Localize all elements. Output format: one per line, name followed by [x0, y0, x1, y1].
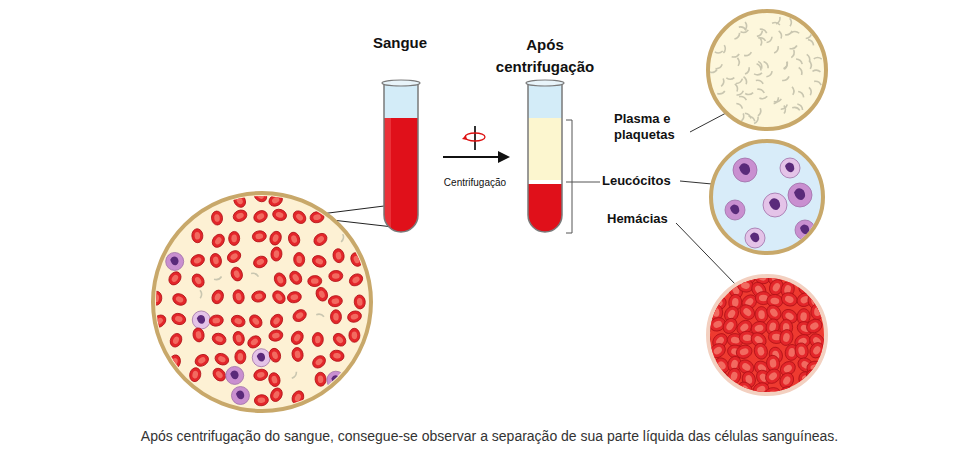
- blood-cells: [150, 187, 366, 407]
- leukocyte-circle: [711, 141, 823, 253]
- erythrocyte-circle: [708, 276, 826, 394]
- plasma-circle: [708, 11, 826, 129]
- centrifuge-arrow: [443, 126, 510, 163]
- erythrocytes: [692, 264, 828, 405]
- blood-tube: [380, 80, 422, 240]
- platelets: [709, 17, 821, 124]
- leukocytes: [725, 158, 815, 248]
- layer-label: Leucócitos: [602, 173, 698, 189]
- blood-smear-circle: [153, 193, 371, 411]
- layer-label: Plasma e plaquetas: [614, 111, 714, 144]
- process-label: Centrifugação: [420, 177, 530, 190]
- tube-title: Sangue: [340, 34, 460, 53]
- layer-bracket: [566, 120, 600, 233]
- tube-title: Após centrifugação: [478, 34, 612, 78]
- layer-label: Hemácias: [607, 211, 703, 227]
- centrifuged-tube: [524, 80, 566, 240]
- figure-caption: Após centrifugação do sangue, consegue-s…: [10, 428, 969, 446]
